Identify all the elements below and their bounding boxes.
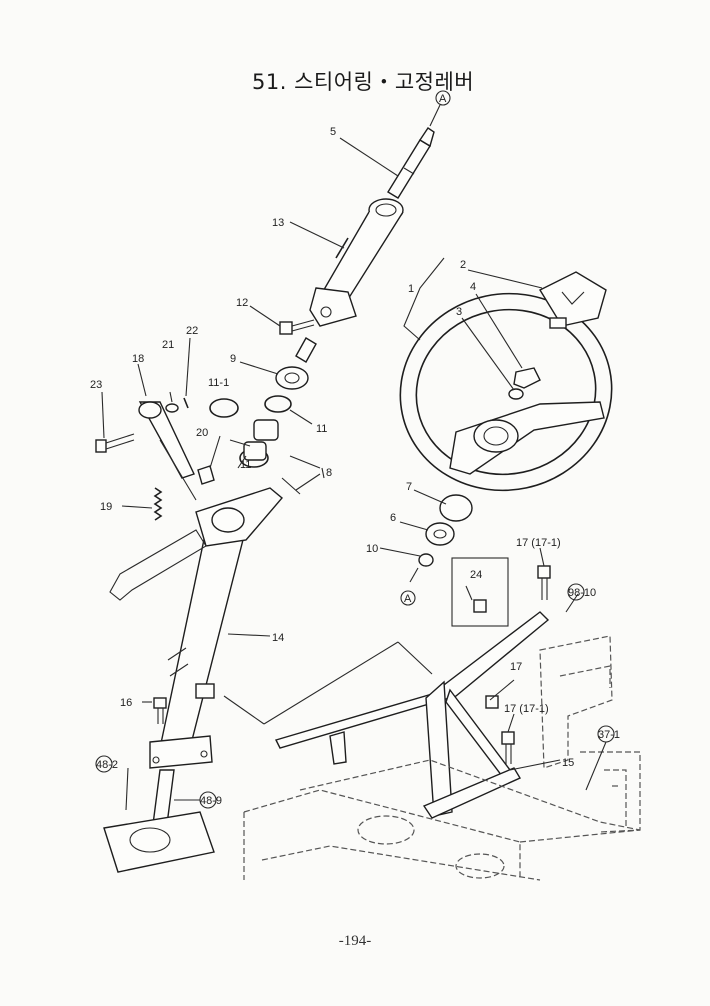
label-4: 4: [470, 281, 476, 293]
label-37-1: 37-1: [598, 729, 620, 741]
label-20: 20: [196, 427, 208, 439]
washer-3-part: [508, 388, 524, 400]
bearing-6-part: [425, 522, 455, 546]
chassis-frame: [243, 635, 641, 881]
label-17: 17: [510, 661, 522, 673]
horn-cap-2-part: [539, 271, 607, 329]
page-title: 51. 스티어링・고정레버: [252, 70, 475, 94]
label-24: 24: [470, 569, 482, 581]
column-14-part: [109, 487, 283, 769]
ref-a-bottom: A: [404, 593, 412, 605]
label-5: 5: [330, 126, 336, 138]
label-17-1-bottom: 17 (17-1): [504, 703, 549, 715]
circled-references: A A 98-10 37-1 48-2 48-9: [95, 90, 620, 809]
label-6: 6: [390, 512, 396, 524]
snap-ring-11-1-part: [209, 398, 239, 418]
leader-lines: [101, 137, 607, 811]
label-18: 18: [132, 353, 144, 365]
label-11-1: 11-1: [208, 377, 229, 389]
column-stand-15-part: [274, 611, 550, 819]
label-7: 7: [406, 481, 412, 493]
lower-shaft-part: [103, 769, 215, 873]
bearing-9-part: [275, 366, 309, 390]
label-13: 13: [272, 217, 284, 229]
universal-joint-8-part: [229, 419, 301, 495]
bolt-16-part: [153, 697, 167, 724]
washer-21-part: [165, 403, 179, 413]
label-23: 23: [90, 379, 102, 391]
label-15: 15: [562, 757, 574, 769]
page-number: -194-: [338, 933, 372, 949]
label-2: 2: [460, 259, 466, 271]
label-9: 9: [230, 353, 236, 365]
bolt-17-part: [485, 565, 551, 764]
label-19: 19: [100, 501, 112, 513]
label-1: 1: [408, 283, 414, 295]
bolt-23-part: [95, 433, 135, 453]
spring-19-part: [153, 487, 163, 521]
label-8: 8: [326, 467, 332, 479]
label-10: 10: [366, 543, 378, 555]
label-14: 14: [272, 632, 284, 644]
label-98-10: 98-10: [568, 587, 596, 599]
ref-a-top: A: [439, 93, 447, 105]
label-48-9: 48-9: [200, 795, 222, 807]
bolt-24-part: [451, 557, 509, 627]
steering-wheel-1-part: [399, 292, 613, 492]
label-17-1-top: 17 (17-1): [516, 537, 561, 549]
pin-part: [295, 337, 317, 363]
label-11-right: 11: [316, 423, 327, 435]
steering-shaft-part: [387, 127, 435, 199]
part-number-labels: 5 13 12 9 11-1 11 11 8 20 22 21 18 23 19…: [90, 126, 574, 769]
label-11-left: 11: [240, 459, 251, 471]
block-20-part: [197, 465, 215, 485]
tilt-lever-18-part: [138, 401, 197, 501]
label-12: 12: [236, 297, 248, 309]
upper-column-part: [309, 198, 404, 327]
label-48-2: 48-2: [96, 759, 118, 771]
label-21: 21: [162, 339, 174, 351]
label-22: 22: [186, 325, 198, 337]
label-3: 3: [456, 306, 462, 318]
bolt-12-part: [279, 319, 315, 335]
nut-10-part: [409, 553, 434, 583]
label-16: 16: [120, 697, 132, 709]
pin-22-part: [183, 397, 189, 409]
nut-4-part: [513, 367, 541, 389]
bearing-7-part: [439, 494, 473, 522]
